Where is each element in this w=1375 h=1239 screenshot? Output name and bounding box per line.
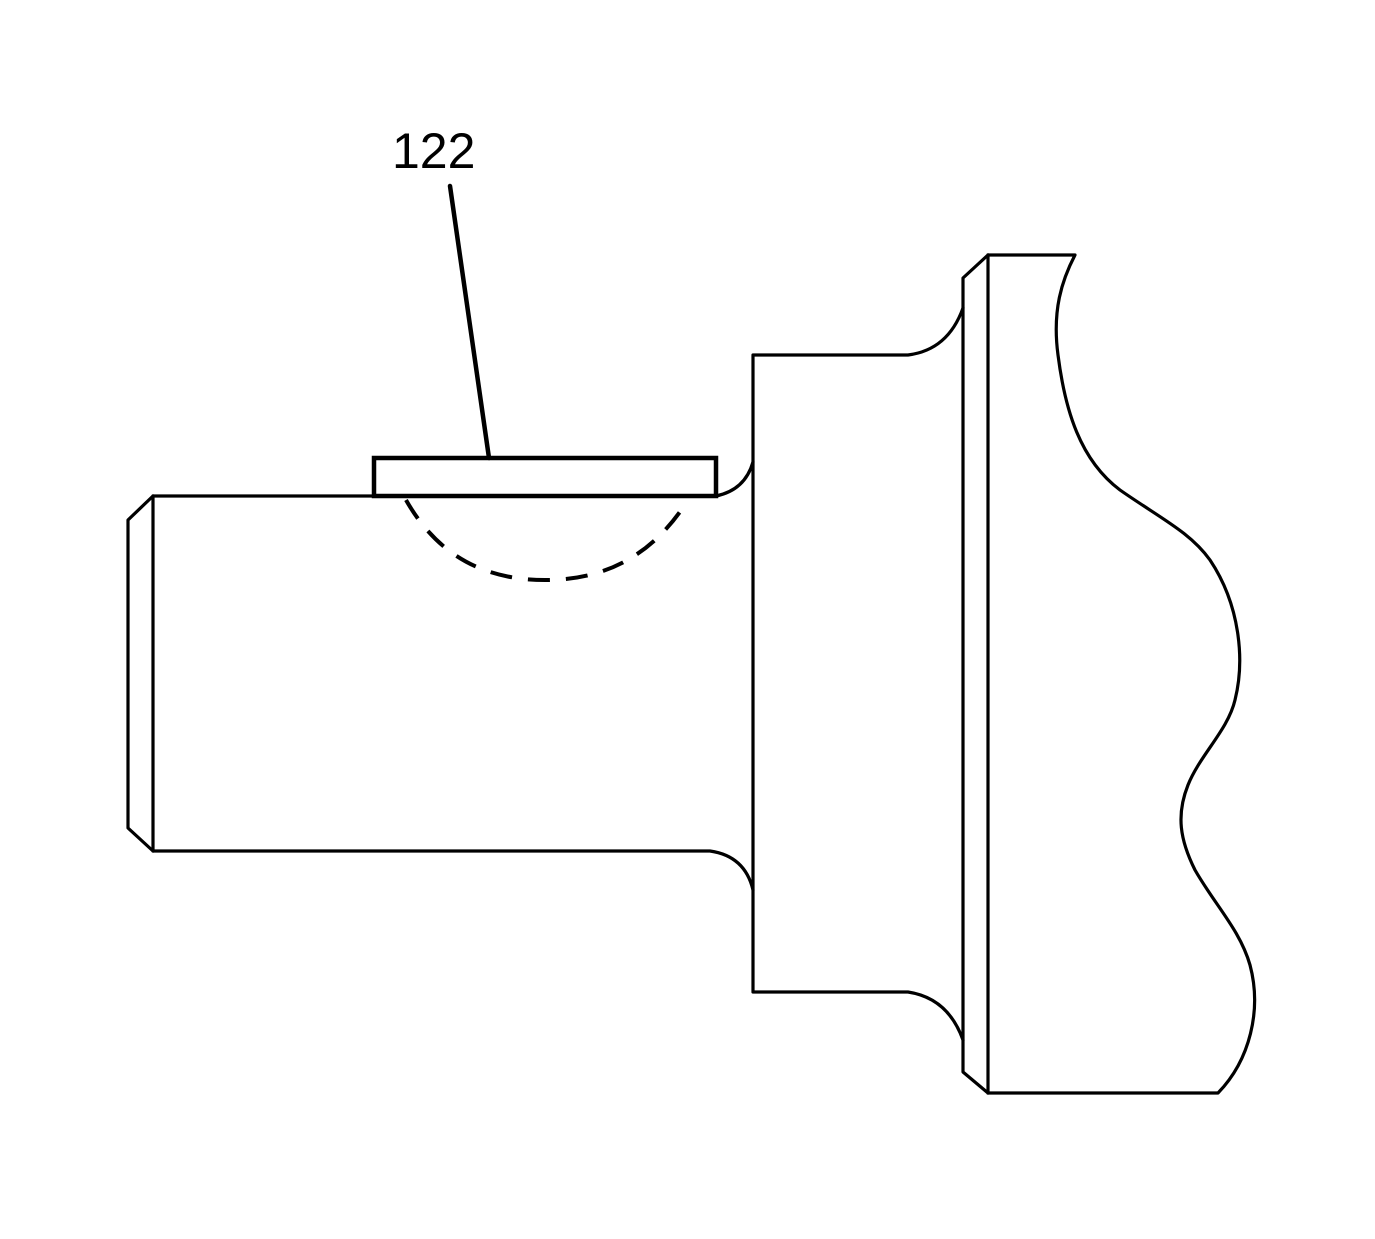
shaft-end-chamfer (126, 494, 155, 853)
shaft-flange (961, 253, 1257, 1095)
callout-122: 122 (392, 123, 492, 461)
key-top-rect (371, 455, 719, 499)
flange-break-line (986, 253, 1257, 1095)
flange-chamfer (961, 253, 990, 1095)
shaft-outline (151, 460, 755, 892)
shaft-shoulder (751, 306, 965, 1042)
shoulder-outline (751, 306, 965, 1042)
key-hidden-arc (404, 498, 690, 583)
leader-line (447, 183, 492, 461)
woodruff-key (371, 455, 719, 583)
callout-label: 122 (392, 123, 475, 179)
shaft-small-section (126, 460, 755, 892)
